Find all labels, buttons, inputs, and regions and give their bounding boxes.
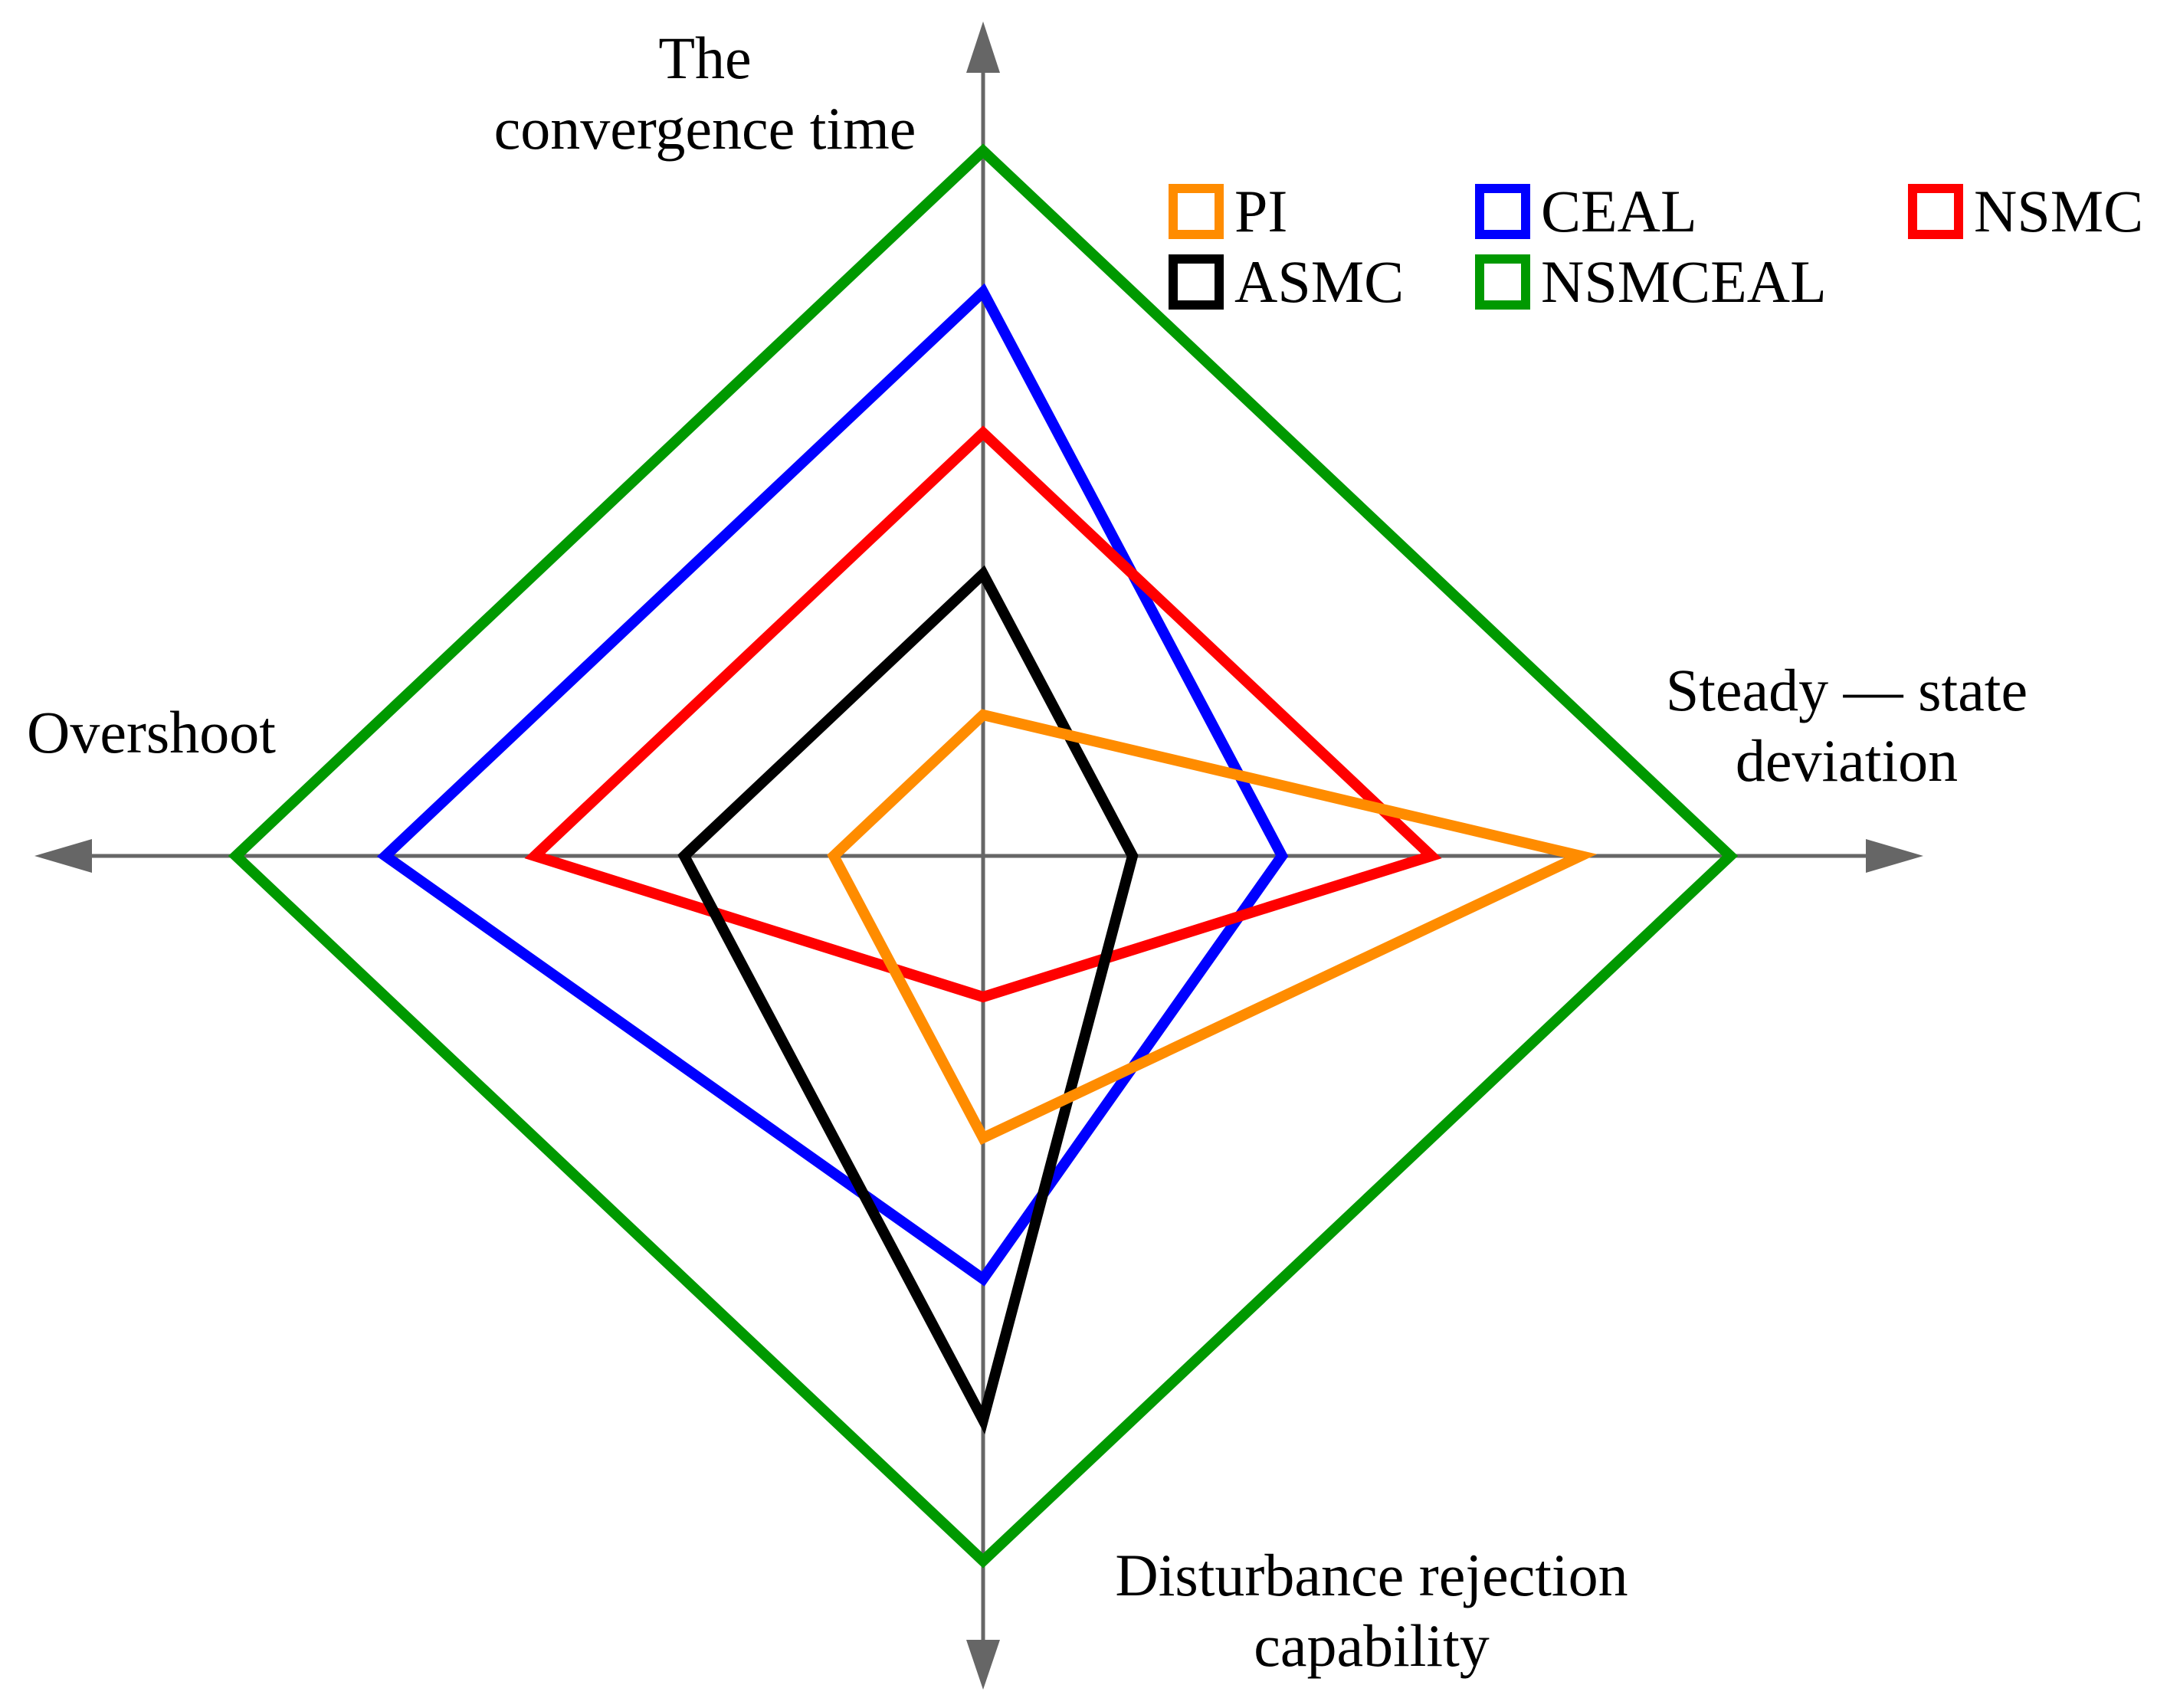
axis-label-steady-state-deviation: Steady — state deviation bbox=[1647, 655, 2046, 796]
series-polygon-asmc bbox=[677, 565, 1139, 1435]
arrowhead-left-icon bbox=[34, 839, 92, 873]
series-polygon-nsmceal bbox=[228, 143, 1739, 1569]
legend-swatch bbox=[1169, 184, 1224, 239]
arrowhead-down-icon bbox=[966, 1640, 1000, 1690]
legend-label: PI bbox=[1234, 178, 1288, 244]
legend-label: CEAL bbox=[1541, 178, 1697, 244]
arrowhead-up-icon bbox=[966, 21, 1000, 73]
series-polygon-nsmc bbox=[524, 425, 1442, 1003]
legend-swatch bbox=[1475, 184, 1530, 239]
legend-item-ceal: CEAL bbox=[1475, 178, 1697, 244]
axis-label-line: The bbox=[658, 25, 752, 91]
legend-label: NSMC bbox=[1974, 178, 2144, 244]
axis-label-disturbance-rejection: Disturbance rejection capability bbox=[1073, 1540, 1670, 1681]
series-polygons bbox=[228, 143, 1739, 1569]
legend-label: NSMCEAL bbox=[1541, 248, 1827, 315]
axis-label-line: Steady — state bbox=[1665, 657, 2028, 723]
legend-item-pi: PI bbox=[1169, 178, 1287, 244]
legend-label: ASMC bbox=[1234, 248, 1405, 315]
legend-swatch bbox=[1475, 254, 1530, 310]
series-polygon-ceal bbox=[376, 283, 1289, 1287]
legend-item-asmc: ASMC bbox=[1169, 248, 1405, 315]
legend-swatch bbox=[1908, 184, 1963, 239]
axis-label-line: Disturbance rejection bbox=[1115, 1542, 1628, 1608]
axis-label-line: deviation bbox=[1735, 727, 1959, 794]
legend-item-nsmceal: NSMCEAL bbox=[1475, 248, 1827, 315]
axis-label-line: Overshoot bbox=[27, 699, 276, 765]
axis-label-convergence-time: The convergence time bbox=[460, 23, 950, 164]
axis-label-line: convergence time bbox=[493, 95, 916, 162]
legend-swatch bbox=[1169, 254, 1224, 310]
series-polygon-pi bbox=[827, 709, 1598, 1146]
legend-item-nsmc: NSMC bbox=[1908, 178, 2143, 244]
axis-label-overshoot: Overshoot bbox=[27, 697, 276, 768]
arrowhead-right-icon bbox=[1866, 839, 1923, 873]
axis-label-line: capability bbox=[1254, 1612, 1490, 1679]
